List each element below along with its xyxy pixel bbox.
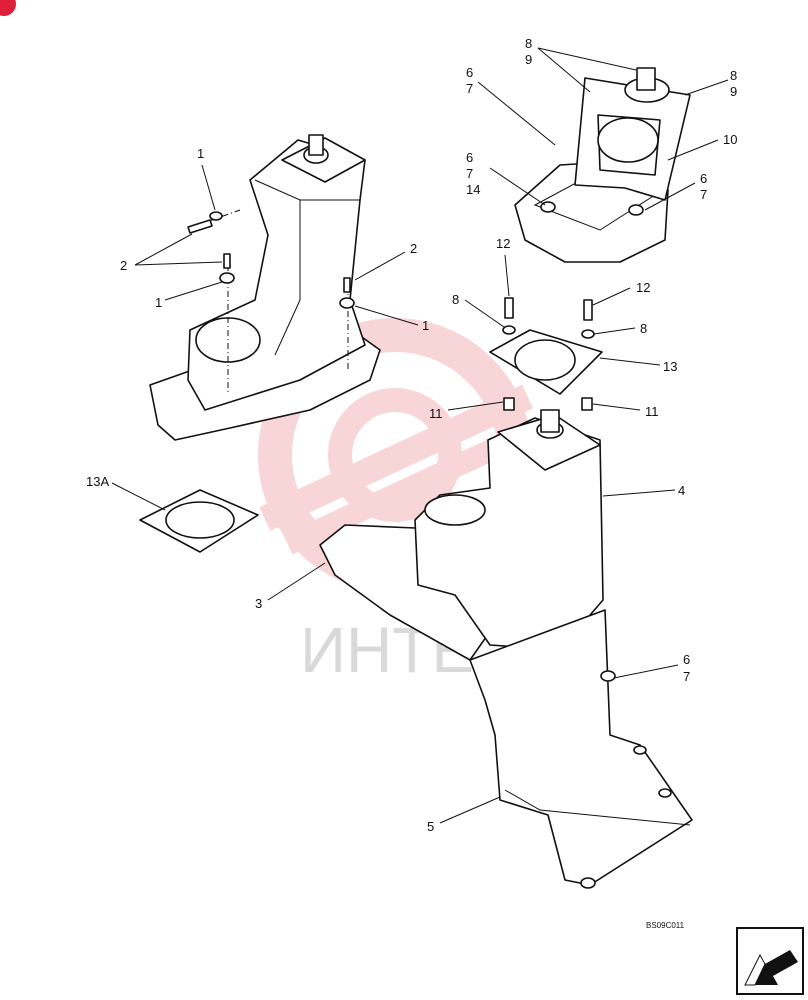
drawing-code: BS09C011 [646,921,685,930]
callout-6b: 6 [466,150,473,165]
callout-1b: 1 [155,295,162,310]
callout-2a: 2 [120,258,127,273]
callout-7a: 7 [466,81,473,96]
callout-1a: 1 [197,146,204,161]
part-gasket-13 [489,329,603,395]
part-support-5 [469,609,693,889]
callout-8c: 8 [452,292,459,307]
part-housing-center [319,409,604,661]
callout-13: 13 [663,359,677,374]
callout-14: 14 [466,182,480,197]
part-housing-upper-left [149,134,381,441]
callout-9b: 9 [730,84,737,99]
callout-6a: 6 [466,65,473,80]
callout-labels: 8 9 8 9 6 7 10 6 7 14 6 7 1 2 1 2 1 12 1… [86,36,737,834]
callout-9a: 9 [525,52,532,67]
fasteners-upper-left [187,211,355,309]
callout-11b: 11 [645,404,659,419]
callout-5: 5 [427,819,434,834]
part-gasket-13a [139,489,259,553]
callout-7d: 7 [683,669,690,684]
callout-13a: 13A [86,474,109,489]
callout-8d: 8 [640,321,647,336]
next-page-arrow-icon[interactable] [736,927,804,995]
callout-4: 4 [678,483,685,498]
callout-12a: 12 [496,236,510,251]
callout-6d: 6 [683,652,690,667]
callout-12b: 12 [636,280,650,295]
callout-7b: 7 [466,166,473,181]
corner-mark [0,0,16,16]
callout-11a: 11 [429,406,443,421]
callout-8b: 8 [730,68,737,83]
fasteners-center [502,297,595,411]
part-motor-bracket [514,67,691,263]
callout-10: 10 [723,132,737,147]
leader-lines [111,47,729,824]
callout-8a: 8 [525,36,532,51]
callout-3: 3 [255,596,262,611]
callout-2b: 2 [410,241,417,256]
callout-7c: 7 [700,187,707,202]
callout-1c: 1 [422,318,429,333]
callout-6c: 6 [700,171,707,186]
